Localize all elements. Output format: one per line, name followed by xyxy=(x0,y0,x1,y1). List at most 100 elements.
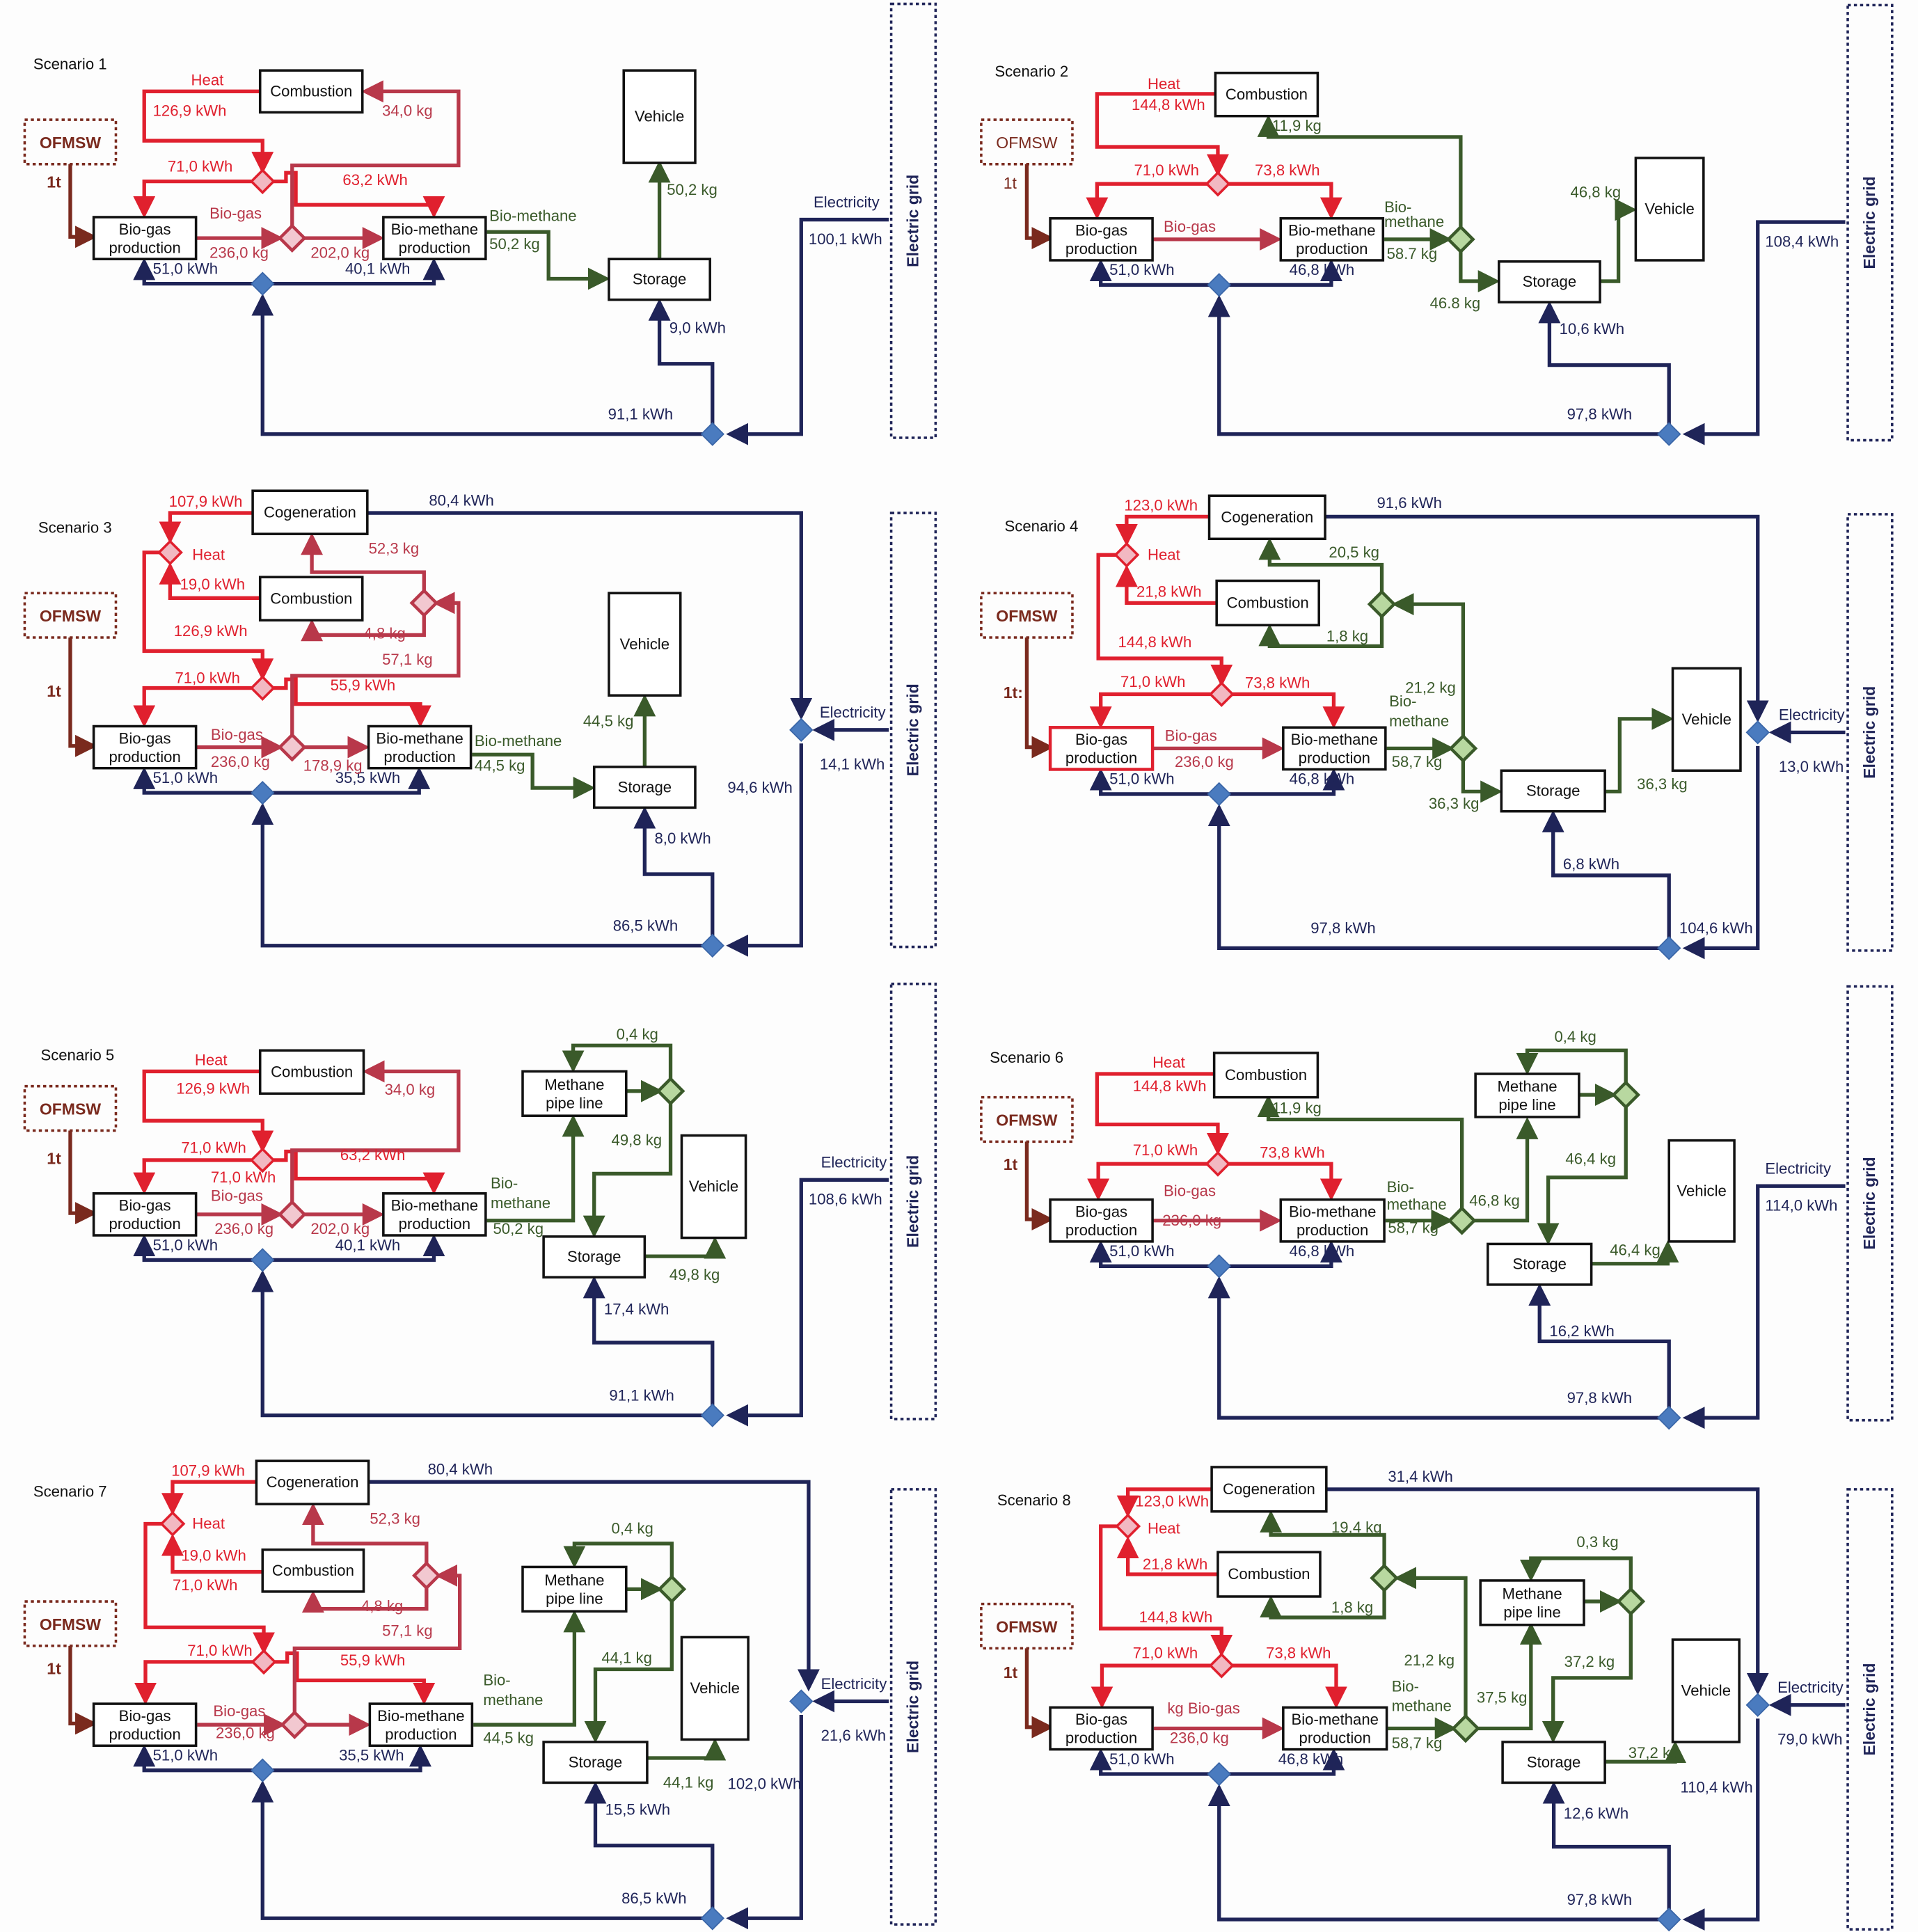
electricity-junction-plant xyxy=(251,780,275,805)
biomethane-label-line2: methane xyxy=(1389,712,1449,729)
combustion-heat-value: 21,8 kWh xyxy=(1143,1555,1207,1573)
heat-from-cogeneration xyxy=(159,511,253,544)
electricity-to-biogas xyxy=(133,258,263,286)
biomethane-to-split xyxy=(1394,1567,1468,1716)
cogeneration-box-label: Cogeneration xyxy=(267,1473,359,1491)
biogas-split-value: 57,1 kg xyxy=(382,651,433,668)
electricity-storage-value: 6,8 kWh xyxy=(1563,855,1619,873)
electricity-junction-main xyxy=(700,1403,724,1427)
heat-to-biogas xyxy=(133,179,252,219)
biogas-label: Bio-gas xyxy=(1164,1182,1216,1199)
biogas-production-box xyxy=(92,1702,198,1748)
electricity-junction-plant xyxy=(251,1758,275,1782)
cogeneration-box-label: Cogeneration xyxy=(1223,1480,1315,1498)
electricity-junction-main xyxy=(700,933,724,958)
grid-electricity-input xyxy=(1682,220,1846,445)
biogas-to-combustion xyxy=(301,615,426,642)
methane-pipeline-box xyxy=(521,1565,628,1613)
electric-grid-box xyxy=(1846,1488,1894,1931)
electricity-junction-grid xyxy=(1745,720,1770,745)
combustion-box-label: Combustion xyxy=(1227,594,1309,611)
ofmsw-source-box xyxy=(980,592,1074,639)
biomethane-output-value: 50,2 kg xyxy=(493,1220,544,1237)
scenario-title: Scenario 4 xyxy=(1005,518,1079,535)
biomethane-to-pipeline xyxy=(473,1610,586,1727)
heat-to-biomethane xyxy=(1228,1162,1342,1201)
pipeline-junction xyxy=(1616,1587,1646,1616)
ofmsw-flow xyxy=(68,637,97,757)
electricity-total-value: 94,6 kWh xyxy=(727,779,792,796)
biomethane-label-line2: methane xyxy=(483,1691,543,1709)
electricity-to-biogas xyxy=(133,1744,263,1773)
electricity-junction-main xyxy=(1657,1405,1681,1430)
heat-junction xyxy=(249,675,276,702)
heat-total-value: 71,0 kWh xyxy=(173,1576,237,1594)
ofmsw-label: OFMSW xyxy=(996,1617,1057,1636)
grid-electricity-value: 108,6 kWh xyxy=(809,1191,882,1208)
electricity-to-plant xyxy=(251,1780,713,1920)
heat-biomethane-value: 63,2 kWh xyxy=(342,171,407,189)
heat-biomethane-value: 73,8 kWh xyxy=(1260,1143,1324,1161)
electricity-biomethane-value: 40,1 kWh xyxy=(335,1236,400,1253)
heat-to-biogas xyxy=(1091,1663,1211,1709)
ofmsw-label: OFMSW xyxy=(40,134,101,152)
heat-total-value: 126,9 kWh xyxy=(174,622,248,640)
heat-junction xyxy=(249,168,276,195)
process-nodes xyxy=(23,2,1894,1932)
biomethane-output-value: 58,7 kg xyxy=(1392,1734,1443,1752)
pipeline-junction xyxy=(656,1076,685,1106)
storage-box-label: Storage xyxy=(1526,782,1580,800)
storage-to-vehicle xyxy=(1605,1741,1687,1764)
electricity-to-storage xyxy=(1541,809,1671,949)
biogas-production-box-label-line1: Bio-gas xyxy=(1075,731,1127,748)
electricity-storage-value: 8,0 kWh xyxy=(655,830,711,847)
cogeneration-box xyxy=(255,1459,370,1505)
biogas-production-box-label-line2: production xyxy=(109,1725,180,1743)
vehicle-supply-value: 49,8 kg xyxy=(669,1266,720,1283)
biomethane-to-storage xyxy=(1461,761,1503,803)
combustion-box-label: Combustion xyxy=(1225,1066,1307,1084)
vehicle-box-label: Vehicle xyxy=(1644,200,1694,218)
electricity-to-storage xyxy=(648,298,715,434)
electric-grid-label: Electric grid xyxy=(904,683,922,776)
combustion-box-label: Combustion xyxy=(270,589,352,607)
combustion-box xyxy=(1212,1052,1319,1099)
biogas-production-box-label-line2: production xyxy=(1065,750,1137,767)
heat-junction-upper xyxy=(1113,541,1140,568)
biogas-label: Bio-gas xyxy=(1165,727,1217,745)
electric-grid-label: Electric grid xyxy=(904,175,922,267)
scenario-title: Scenario 7 xyxy=(33,1483,107,1501)
methane-pipeline-box-label-line2: pipe line xyxy=(546,1095,603,1112)
storage-box xyxy=(1498,260,1601,303)
biomethane-production-box-label-line2: production xyxy=(1296,240,1368,258)
biomethane-junction xyxy=(1447,1205,1477,1235)
heat-to-biogas xyxy=(134,1660,253,1705)
biomethane-to-cogeneration xyxy=(1258,537,1384,592)
biogas-label: Bio-gas xyxy=(213,1702,265,1720)
biomethane-to-split xyxy=(1391,593,1466,736)
biomethane-production-box xyxy=(367,724,473,770)
biogas-production-box xyxy=(1049,1706,1154,1751)
biomethane-label-line2: methane xyxy=(1384,213,1444,230)
combustion-box xyxy=(1215,579,1320,627)
electricity-to-biomethane xyxy=(1219,259,1342,287)
methane-pipeline-box xyxy=(521,1070,628,1117)
biomethane-label-line1: Bio- xyxy=(491,1175,518,1192)
biomethane-label-line2: methane xyxy=(1387,1196,1447,1213)
ofmsw-label: OFMSW xyxy=(40,1100,101,1118)
combustion-fuel-value: 4,8 kg xyxy=(361,1597,403,1615)
heat-from-combustion xyxy=(1115,564,1217,605)
cogeneration-electricity-value: 80,4 kWh xyxy=(429,491,493,509)
electricity-to-storage xyxy=(582,1276,715,1416)
heat-from-cogeneration xyxy=(161,1480,257,1516)
storage-box xyxy=(542,1235,647,1279)
combustion-fuel-value: 1,8 kg xyxy=(1326,627,1368,644)
storage-input-value: 44,1 kg xyxy=(601,1649,652,1667)
combustion-box xyxy=(258,576,364,621)
methane-pipeline-box-label-line2: pipe line xyxy=(1503,1604,1560,1621)
heat-label: Heat xyxy=(192,546,225,563)
biomethane-production-box-label-line1: Bio-methane xyxy=(1291,1711,1378,1728)
ofmsw-source-box xyxy=(23,118,118,166)
